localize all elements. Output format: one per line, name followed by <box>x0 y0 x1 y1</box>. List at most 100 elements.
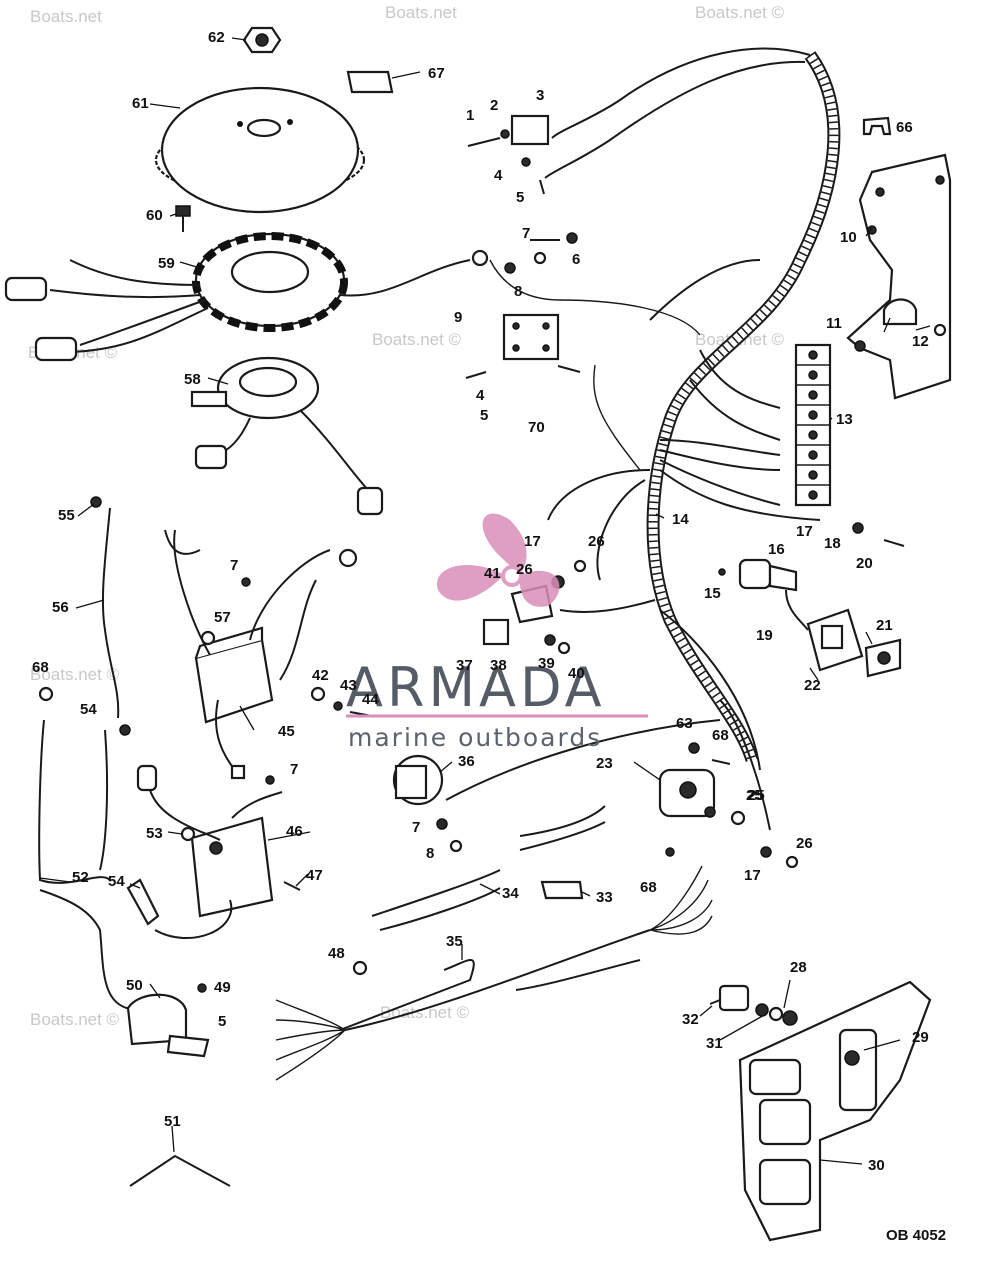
callout-label: 5 <box>516 189 524 206</box>
callout-label: 35 <box>446 933 463 950</box>
watermark: Boats.net © <box>380 1003 470 1022</box>
callout-label: 20 <box>856 555 873 572</box>
callout-label: 28 <box>790 959 807 976</box>
callout-label: 68 <box>640 879 657 896</box>
callout-label: 38 <box>490 657 507 674</box>
callout-label: 17 <box>744 867 761 884</box>
callout-label: 2 <box>490 97 498 114</box>
callout-label: 58 <box>184 371 201 388</box>
callout-label: 10 <box>840 229 857 246</box>
callout-label: 15 <box>704 585 721 602</box>
callout-label: 7 <box>230 557 238 574</box>
callout-label: 9 <box>454 309 462 326</box>
callout-label: 34 <box>502 885 519 902</box>
timer-base-icon <box>190 356 320 420</box>
callout-label: 55 <box>58 507 75 524</box>
callout-label: 66 <box>896 119 913 136</box>
connector-icon <box>194 444 228 470</box>
callout-label: 50 <box>126 977 143 994</box>
callout-label: 68 <box>712 727 729 744</box>
brand-name: ARMADA <box>346 656 606 719</box>
callout-label: 8 <box>514 283 522 300</box>
armada-logo: ARMADA marine outboards <box>346 513 648 752</box>
callout-label: 40 <box>568 665 585 682</box>
watermark: Boats.net © <box>30 665 120 684</box>
fastener-icons <box>38 251 947 993</box>
callout-label: 30 <box>868 1157 885 1174</box>
connector-icon <box>4 276 48 302</box>
callout-label: 44 <box>362 691 379 708</box>
callout-label: 45 <box>278 723 295 740</box>
watermark: Boats.net © <box>30 1010 120 1029</box>
callout-label: 63 <box>676 715 693 732</box>
callout-label: 59 <box>158 255 175 272</box>
bracket-icon <box>846 153 952 400</box>
callout-label: 5 <box>218 1013 226 1030</box>
watermark: Boats.net © <box>695 3 785 22</box>
callout-label: 53 <box>146 825 163 842</box>
callout-label: 49 <box>214 979 231 996</box>
stator-icon <box>192 232 348 332</box>
callout-label: 32 <box>682 1011 699 1028</box>
switch-icon <box>467 114 550 195</box>
callout-label: 68 <box>32 659 49 676</box>
callout-label: 14 <box>672 511 689 528</box>
flywheel-nut-icon <box>242 26 282 54</box>
callout-label: 61 <box>132 95 149 112</box>
terminal-block-icon <box>794 343 832 507</box>
watermark: Boats.net © <box>372 330 462 349</box>
leader-lines <box>39 37 931 1165</box>
callout-label: 13 <box>836 411 853 428</box>
flywheel-icon <box>154 86 366 214</box>
capacitor-icon <box>392 754 444 806</box>
callout-label: 16 <box>768 541 785 558</box>
mounting-plate-icon <box>738 980 932 1242</box>
callout-label: 29 <box>912 1029 929 1046</box>
callout-label: 26 <box>796 835 813 852</box>
callout-label: 4 <box>494 167 503 184</box>
screw-icon <box>175 205 191 232</box>
key-icon <box>346 70 394 94</box>
callout-label: 33 <box>596 889 613 906</box>
callout-label: 17 <box>796 523 813 540</box>
brand-tagline: marine outboards <box>348 723 602 752</box>
callout-label: 70 <box>528 419 545 436</box>
callout-label: 60 <box>146 207 163 224</box>
callout-label: 54 <box>108 873 125 890</box>
callout-label: 7 <box>412 819 420 836</box>
watermark: Boats.net <box>30 7 102 26</box>
callout-label: 11 <box>826 315 842 332</box>
clip-icon <box>862 116 892 136</box>
ignition-coil-icon <box>194 626 274 724</box>
ignition-coil-icon <box>190 816 274 918</box>
callout-label: 47 <box>306 867 323 884</box>
watermark: Boats.net <box>385 3 457 22</box>
callout-label: 25 <box>748 787 765 804</box>
callout-label: 1 <box>466 107 474 124</box>
callout-label: 26 <box>516 561 533 578</box>
callout-label: 4 <box>476 387 485 404</box>
callout-label: 12 <box>912 333 929 350</box>
callout-label: 46 <box>286 823 303 840</box>
propeller-logo-icon <box>436 513 560 607</box>
figure-code: OB 4052 <box>886 1227 946 1244</box>
callout-layer: 1 2 3 4 5 6 7 8 9 10 11 12 13 14 15 16 1… <box>32 29 929 1174</box>
callout-label: 8 <box>426 845 434 862</box>
callout-label: 22 <box>804 677 821 694</box>
buzzer-icon <box>126 993 210 1058</box>
callout-label: 56 <box>52 599 69 616</box>
callout-label: 5 <box>480 407 488 424</box>
wiring-harness-icon <box>646 51 841 763</box>
connector-icon <box>34 336 78 362</box>
callout-label: 31 <box>706 1035 723 1052</box>
engine-mount-icon <box>709 984 798 1026</box>
key-switch-icon <box>738 558 809 631</box>
callout-label: 52 <box>72 869 89 886</box>
callout-label: 37 <box>456 657 473 674</box>
callout-label: 21 <box>876 617 893 634</box>
callout-label: 67 <box>428 65 445 82</box>
gasket-plate-icon <box>806 608 902 678</box>
callout-label: 51 <box>164 1113 181 1130</box>
callout-label: 43 <box>340 677 357 694</box>
